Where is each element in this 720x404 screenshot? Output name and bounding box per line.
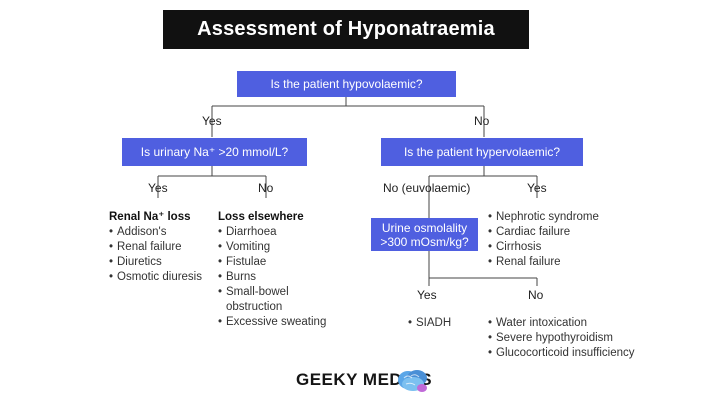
brain-icon	[398, 370, 427, 392]
renal-na-loss-heading: Renal Na⁺ loss	[109, 211, 191, 223]
osmolality-line-1: Urine osmolality	[381, 220, 468, 235]
hypovolaemic-yes-label: Yes	[202, 114, 222, 128]
list-item: Severe hypothyroidism	[488, 331, 668, 346]
low-osmolality-causes-list: Water intoxication Severe hypothyroidism…	[488, 316, 668, 361]
list-item: Renal failure	[109, 240, 219, 255]
urinary-no-label: No	[258, 181, 274, 195]
osmolality-yes-label: Yes	[417, 288, 437, 302]
brand-logo-text: GEEKY MEDICS	[296, 370, 433, 389]
list-item: Fistulae	[218, 255, 338, 270]
urinary-yes-label: Yes	[148, 181, 168, 195]
list-item: Glucocorticoid insufficiency	[488, 346, 668, 361]
list-item: Small-bowel obstruction	[218, 285, 312, 315]
osmolality-line-2: >300 mOsm/kg?	[380, 234, 469, 249]
list-item: Water intoxication	[488, 316, 668, 331]
loss-elsewhere-heading: Loss elsewhere	[218, 211, 304, 223]
hypervolaemic-yes-label: Yes	[527, 181, 547, 195]
list-item: Burns	[218, 270, 338, 285]
hypervolaemic-causes-list: Nephrotic syndrome Cardiac failure Cirrh…	[488, 210, 628, 270]
hypervolaemic-question-box: Is the patient hypervolaemic?	[381, 138, 583, 166]
hypovolaemic-question-text: Is the patient hypovolaemic?	[270, 77, 423, 91]
list-item: Cardiac failure	[488, 225, 628, 240]
list-item: Osmotic diuresis	[109, 270, 219, 285]
list-item: Addison's	[109, 225, 219, 240]
page-title: Assessment of Hyponatraemia	[163, 10, 529, 49]
urinary-na-question-box: Is urinary Na⁺ >20 mmol/L?	[122, 138, 307, 166]
list-item: SIADH	[408, 316, 468, 331]
renal-na-loss-list: Renal Na⁺ loss Addison's Renal failure D…	[109, 210, 219, 285]
siadh-list: SIADH	[408, 316, 468, 331]
hypovolaemic-question-box: Is the patient hypovolaemic?	[237, 71, 456, 97]
hypovolaemic-no-label: No	[474, 114, 490, 128]
hypervolaemic-question-text: Is the patient hypervolaemic?	[403, 145, 561, 159]
list-item: Nephrotic syndrome	[488, 210, 628, 225]
list-item: Renal failure	[488, 255, 628, 270]
urinary-na-question-text: Is urinary Na⁺ >20 mmol/L?	[140, 145, 289, 159]
loss-elsewhere-list: Loss elsewhere Diarrhoea Vomiting Fistul…	[218, 210, 338, 330]
hypervolaemic-no-label: No (euvolaemic)	[383, 181, 471, 195]
list-item: Diarrhoea	[218, 225, 338, 240]
list-item: Diuretics	[109, 255, 219, 270]
list-item: Vomiting	[218, 240, 338, 255]
urine-osmolality-question-box: Urine osmolality >300 mOsm/kg?	[371, 218, 478, 251]
osmolality-no-label: No	[528, 288, 544, 302]
list-item: Cirrhosis	[488, 240, 628, 255]
list-item: Excessive sweating	[218, 315, 338, 330]
